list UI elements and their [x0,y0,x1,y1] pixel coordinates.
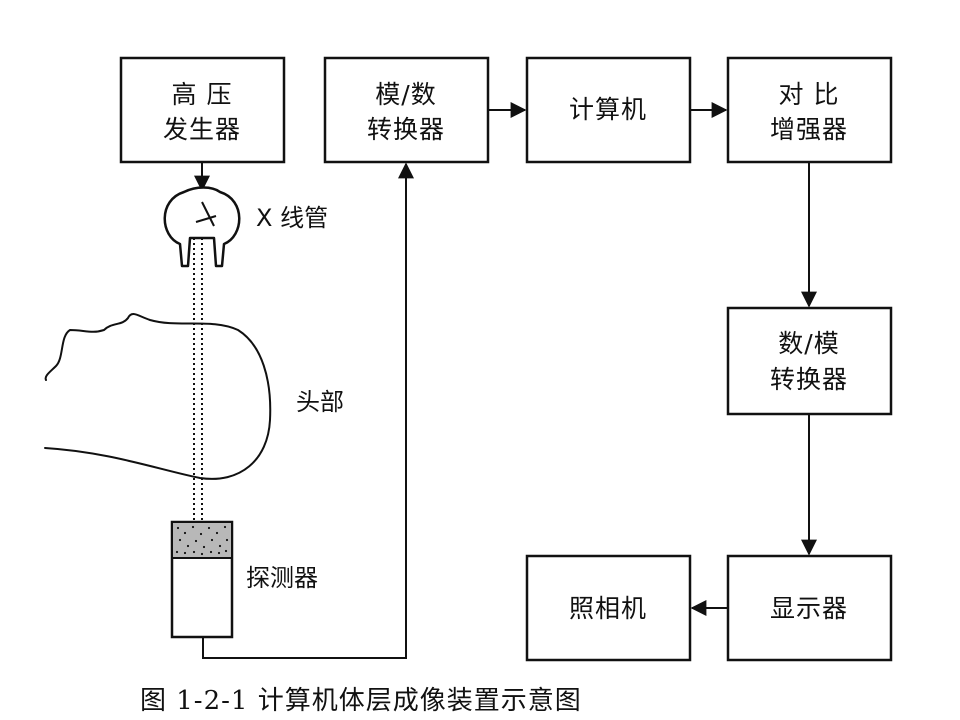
arrow-detector-to-ad [202,162,414,659]
display-box: 显示器 [726,554,893,662]
display-label: 显示器 [770,594,848,623]
da-converter-box: 数/模 转换器 [726,306,893,416]
detector-icon [170,520,234,639]
xray-tube-label: X 线管 [256,204,328,232]
hv-generator-line1: 高 压 [172,80,233,109]
da-converter-line1: 数/模 [778,329,839,358]
contrast-enhancer-line2: 增强器 [770,115,848,144]
head-outline [44,313,272,480]
ad-converter-line2: 转换器 [367,115,445,144]
detector-label: 探测器 [246,564,318,592]
ad-converter-line1: 模/数 [375,80,436,109]
contrast-enhancer-line1: 对 比 [779,80,840,109]
figure-caption: 图 1-2-1 计算机体层成像装置示意图 [140,686,582,716]
head-label: 头部 [296,388,344,416]
hv-generator-line2: 发生器 [163,115,241,144]
camera-label: 照相机 [569,594,647,623]
computer-label: 计算机 [569,95,647,124]
hv-generator-box: 高 压 发生器 [119,56,286,164]
xray-tube-icon [163,186,241,268]
computer-box: 计算机 [525,56,692,164]
camera-box: 照相机 [525,554,692,662]
ad-converter-box: 模/数 转换器 [323,56,490,164]
contrast-enhancer-box: 对 比 增强器 [726,56,893,164]
da-converter-line2: 转换器 [770,365,848,394]
